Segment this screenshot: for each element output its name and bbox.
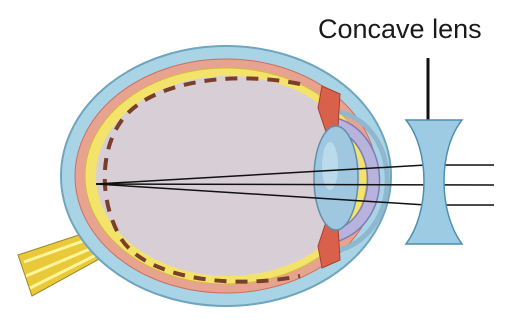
concave-lens bbox=[406, 120, 462, 244]
concave-lens-label: Concave lens bbox=[318, 14, 482, 44]
concave-lens-group bbox=[406, 58, 462, 244]
